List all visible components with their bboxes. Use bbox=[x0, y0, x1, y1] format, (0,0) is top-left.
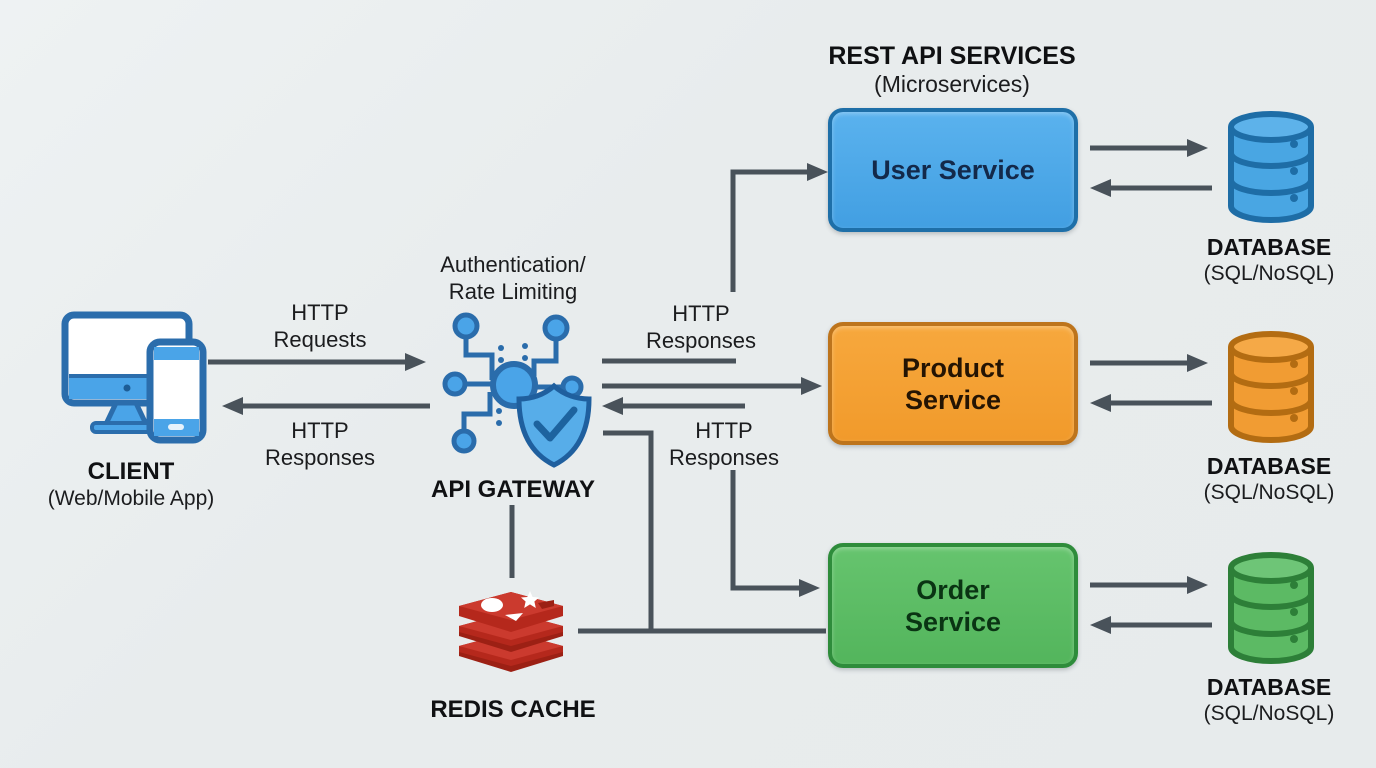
redis-cache-label: REDIS CACHE bbox=[430, 696, 596, 723]
api-gateway-icon bbox=[442, 312, 592, 468]
http-requests-label: HTTP Requests bbox=[273, 300, 367, 352]
api-gateway-label: API GATEWAY bbox=[430, 476, 596, 503]
product-database-label: DATABASE bbox=[1206, 453, 1332, 479]
http-responses-client-label: HTTP Responses bbox=[264, 418, 376, 470]
security-shield-icon bbox=[516, 382, 592, 468]
http-responses-lower-label: HTTP Responses bbox=[668, 418, 780, 470]
diagram-subtitle: (Microservices) bbox=[874, 71, 1030, 97]
user-database-icon bbox=[1228, 111, 1314, 223]
diagram-title: REST API SERVICES bbox=[828, 42, 1076, 70]
order-database-label: DATABASE bbox=[1206, 674, 1332, 700]
user-service-label: User Service bbox=[871, 155, 1035, 185]
user-database-label: DATABASE bbox=[1206, 234, 1332, 260]
http-responses-upper-label: HTTP Responses bbox=[645, 301, 757, 353]
order-database-icon bbox=[1228, 552, 1314, 664]
user-database-sublabel: (SQL/NoSQL) bbox=[1203, 262, 1335, 285]
client-label: CLIENT bbox=[87, 458, 175, 485]
order-database-sublabel: (SQL/NoSQL) bbox=[1203, 702, 1335, 725]
user-service-box: User Service bbox=[828, 108, 1078, 232]
gateway-auth-label: Authentication/ Rate Limiting bbox=[440, 252, 586, 304]
arrow-gateway-to-order-service bbox=[730, 470, 820, 597]
line-gateway-to-cache-bus bbox=[603, 430, 654, 631]
redis-cache-icon bbox=[459, 591, 563, 672]
product-database-sublabel: (SQL/NoSQL) bbox=[1203, 481, 1335, 504]
arrow-gateway-to-user-service bbox=[730, 163, 828, 292]
product-database-icon bbox=[1228, 331, 1314, 443]
client-devices-icon bbox=[61, 311, 207, 444]
order-service-box: Order Service bbox=[828, 543, 1078, 668]
product-service-box: Product Service bbox=[828, 322, 1078, 445]
client-sublabel: (Web/Mobile App) bbox=[47, 487, 215, 510]
